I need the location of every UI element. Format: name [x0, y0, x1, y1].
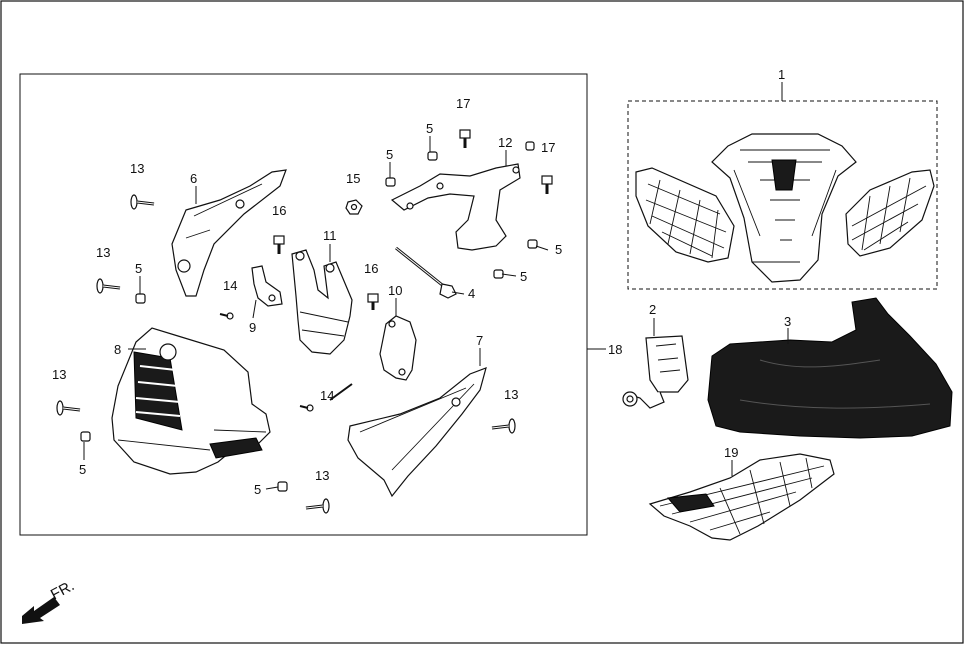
callout-17-b: 17	[541, 140, 555, 155]
callout-5-d: 5	[520, 269, 527, 284]
callout-17-a: 17	[456, 96, 470, 111]
group-box-18	[19, 73, 588, 536]
part-left-grille	[635, 167, 735, 263]
callout-6: 6	[190, 171, 197, 186]
callout-16-b: 16	[364, 261, 378, 276]
callout-16-a: 16	[272, 203, 286, 218]
part-right-grille	[845, 169, 935, 257]
callout-5-b: 5	[386, 147, 393, 162]
callout-12: 12	[498, 135, 512, 150]
part-phone-holder	[622, 335, 689, 409]
part-10-bracket	[379, 315, 417, 381]
callout-2: 2	[649, 302, 656, 317]
callout-15: 15	[346, 171, 360, 186]
callout-5-c: 5	[555, 242, 562, 257]
callout-9: 9	[249, 320, 256, 335]
callout-14-a: 14	[223, 278, 237, 293]
callout-10: 10	[388, 283, 402, 298]
part-seat	[648, 453, 835, 541]
callout-18: 18	[608, 342, 622, 357]
callout-13-e: 13	[315, 468, 329, 483]
callout-5-g: 5	[254, 482, 261, 497]
callout-13-b: 13	[96, 245, 110, 260]
bolts-misc	[219, 129, 553, 412]
screws-13	[56, 194, 516, 514]
callout-5-e: 5	[135, 261, 142, 276]
part-4-bolt	[395, 246, 457, 299]
callout-13-a: 13	[130, 161, 144, 176]
callout-5-a: 5	[426, 121, 433, 136]
part-9-bracket	[251, 265, 283, 307]
callout-13-d: 13	[504, 387, 518, 402]
part-6-bracket	[171, 169, 287, 297]
callout-11: 11	[323, 228, 337, 243]
callout-14-b: 14	[320, 388, 334, 403]
callout-3: 3	[784, 314, 791, 329]
part-body-cover	[707, 297, 953, 439]
callout-19: 19	[724, 445, 738, 460]
callout-7: 7	[476, 333, 483, 348]
part-8-headlight	[111, 327, 271, 475]
callouts: 1 2 3 4 5 5 5 5 5 5 5 6 7 8 9 10 11 12 1…	[48, 67, 791, 604]
leader-lines	[83, 82, 789, 490]
callout-5-f: 5	[79, 462, 86, 477]
part-12-bracket	[390, 163, 521, 251]
part-front-cowl	[711, 133, 857, 283]
part-7-panel	[347, 367, 487, 498]
front-direction-arrow-icon	[22, 597, 60, 624]
callout-13-c: 13	[52, 367, 66, 382]
callout-8: 8	[114, 342, 121, 357]
part-11-bracket	[291, 249, 353, 355]
callout-1: 1	[778, 67, 785, 82]
callout-4: 4	[468, 286, 475, 301]
